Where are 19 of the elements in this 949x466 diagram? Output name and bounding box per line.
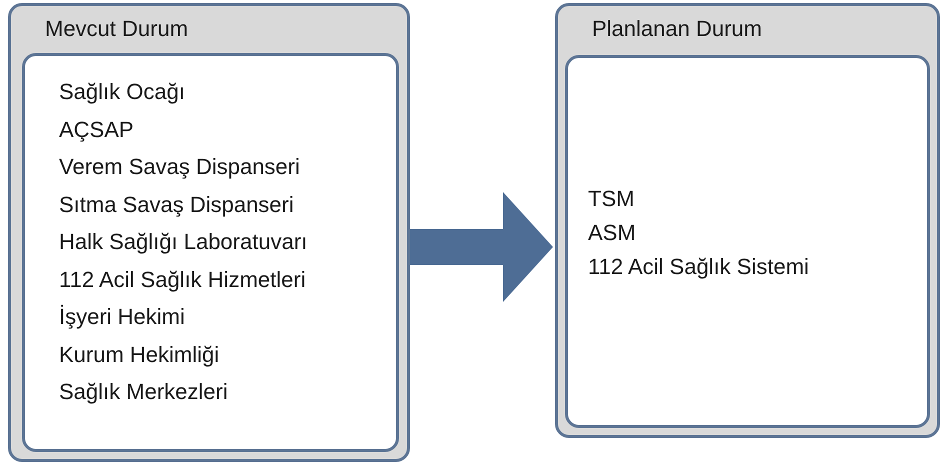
block-arrow xyxy=(410,192,553,302)
panel-heading: Mevcut Durum xyxy=(45,16,188,42)
list-item: ASM xyxy=(588,220,637,247)
list-item: TSM xyxy=(588,186,636,213)
list-item: AÇSAP xyxy=(59,116,135,144)
list-item: 112 Acil Sağlık Hizmetleri xyxy=(59,266,307,294)
list-item: İşyeri Hekimi xyxy=(59,304,186,331)
list-item: Sağlık Merkezleri xyxy=(59,379,229,406)
list-item: 112 Acil Sağlık Sistemi xyxy=(588,254,809,281)
panel xyxy=(8,3,410,462)
list-item: Kurum Hekimliği xyxy=(59,342,220,369)
list-box xyxy=(22,53,399,452)
list-item: Halk Sağlığı Laboratuvarı xyxy=(59,229,308,256)
list-item: Sıtma Savaş Dispanseri xyxy=(59,192,295,219)
panel-heading: Planlanan Durum xyxy=(592,16,762,42)
list-item: Verem Savaş Dispanseri xyxy=(59,154,301,181)
list-box xyxy=(565,55,930,428)
list-item: Sağlık Ocağı xyxy=(59,79,186,106)
panel xyxy=(555,3,940,438)
